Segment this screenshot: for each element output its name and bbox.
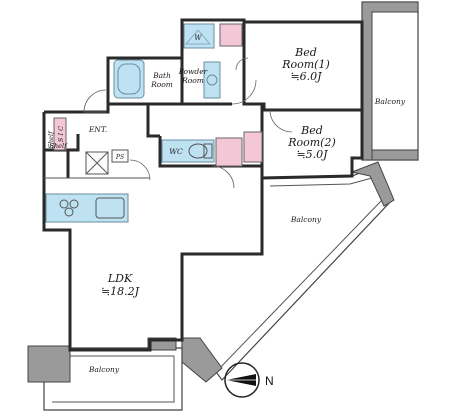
svg-text:≒6.0J: ≒6.0J <box>290 70 322 83</box>
room-label-ldk: LDK ≒18.2J <box>101 272 140 298</box>
doors <box>83 57 293 189</box>
room-label-ps: PS <box>115 154 124 161</box>
exterior-walls <box>42 18 364 352</box>
svg-text:Bed: Bed <box>294 46 317 59</box>
room-label-powder: Powder <box>178 67 208 76</box>
room-label-bedroom1: Bed Room(1) ≒6.0J <box>281 46 330 83</box>
svg-text:≒5.0J: ≒5.0J <box>296 148 328 161</box>
room-label-powder-2: Room <box>181 76 204 85</box>
laundry-area <box>53 23 263 167</box>
room-label-wic: S I C <box>57 126 65 142</box>
room-label-washer: W <box>194 34 202 42</box>
room-label-bedroom2: Bed Room(2) ≒5.0J <box>287 124 336 161</box>
room-label-shelf-bottom: Shelf <box>50 142 69 150</box>
kitchen-counter <box>45 149 129 223</box>
balcony-bottom <box>27 337 183 411</box>
compass-icon <box>224 362 260 398</box>
room-label-entrance: ENT. <box>88 125 107 134</box>
svg-text:LDK: LDK <box>107 272 133 285</box>
balcony-middle-label: Balcony <box>290 215 322 224</box>
balcony-middle <box>181 161 395 383</box>
room-label-bath: Bath <box>152 71 171 80</box>
balcony-bottom-label: Balcony <box>88 365 120 374</box>
room-label-shelf-top: Shelf <box>47 130 55 149</box>
svg-text:Bed: Bed <box>300 124 323 137</box>
svg-text:≒18.2J: ≒18.2J <box>101 285 140 298</box>
room-label-wc: WC <box>169 147 183 156</box>
wc-fixtures <box>161 139 215 163</box>
room-label-bath-2: Room <box>150 80 173 89</box>
compass-label: N <box>265 374 274 388</box>
svg-text:Room(2): Room(2) <box>287 136 336 149</box>
balcony-right-label: Balcony <box>374 97 406 106</box>
bath-fixtures <box>113 59 221 99</box>
svg-text:Room(1): Room(1) <box>281 58 330 71</box>
balcony-right <box>361 1 419 161</box>
